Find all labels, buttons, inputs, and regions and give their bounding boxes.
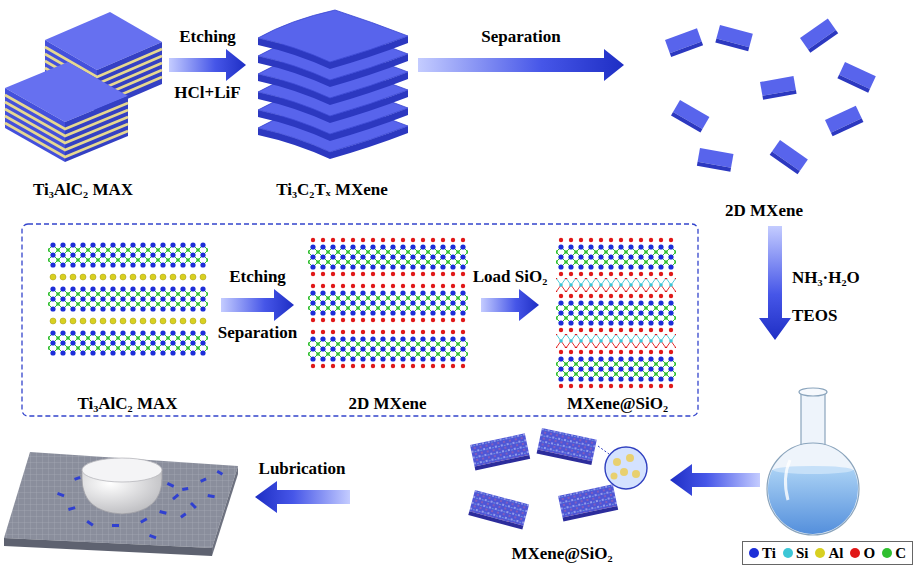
figure-caption: Ti₃C₂Tₓ MXene	[276, 180, 388, 200]
atom-swatch	[815, 548, 825, 558]
atom-swatch	[749, 548, 759, 558]
process-arrow	[255, 481, 350, 513]
legend-item: Ti	[749, 544, 776, 562]
label-slot: TEOS	[792, 306, 837, 326]
legend-text: Al	[828, 544, 843, 562]
step-label: TEOS	[792, 306, 837, 326]
legend-text: Ti	[762, 544, 776, 562]
stage-figure: Ti₃C₂Tₓ MXene	[252, 3, 412, 200]
process-arrow	[418, 49, 624, 81]
legend-text: O	[863, 544, 875, 562]
stage-figure: MXene@SiO₂	[462, 418, 662, 564]
dashed-frame	[22, 224, 698, 416]
edge-label: Separation	[481, 27, 560, 47]
mxene-sio2-lattice	[556, 237, 676, 389]
process-arrow	[221, 289, 294, 321]
legend-text: C	[895, 544, 906, 562]
stage-figure: 2D MXene	[300, 236, 475, 414]
friction-pair	[4, 452, 238, 556]
process-arrow	[481, 289, 539, 321]
figure-caption: MXene@SiO₂	[511, 544, 612, 564]
atom-swatch	[850, 548, 860, 558]
process-arrow	[759, 226, 791, 340]
stage-figure: Ti₃AlC₂ MAX	[3, 3, 163, 200]
figure-caption: MXene@SiO₂	[567, 394, 668, 414]
max-lattice	[48, 242, 208, 356]
legend-item: C	[882, 544, 906, 562]
edge-label: Etching	[179, 27, 236, 47]
stage-figure: MXene@SiO₂	[545, 236, 690, 414]
step-label: Separation	[218, 323, 297, 343]
process-arrow	[169, 49, 246, 81]
flask	[760, 388, 870, 550]
edge-label: Etching	[229, 267, 286, 287]
label-slot: HCl+LiF	[174, 83, 240, 103]
figure-caption: 2D MXene	[725, 201, 803, 221]
stage-figure: Ti₃AlC₂ MAX	[40, 236, 215, 414]
label-slot: Lubrication	[259, 459, 346, 479]
max-block	[5, 12, 162, 162]
mxene-flakes	[665, 18, 876, 174]
legend-item: O	[850, 544, 875, 562]
legend-item: Si	[783, 544, 809, 562]
figure-caption: Ti₃AlC₂ MAX	[33, 180, 133, 200]
legend-item: Al	[815, 544, 843, 562]
process-arrow	[670, 464, 760, 496]
legend-box: Ti Si Al O C	[742, 541, 913, 565]
atom-swatch	[783, 548, 793, 558]
label-slot: Etching	[179, 27, 236, 47]
figure-caption: Ti₃AlC₂ MAX	[77, 394, 177, 414]
label-slot: Etching	[229, 267, 286, 287]
label-slot: Separation	[481, 27, 560, 47]
label-slot: Separation	[218, 323, 297, 343]
mxene-sio2-flakes	[468, 428, 647, 530]
label-slot: NH₃·H₂O	[792, 268, 860, 288]
mxene-stack	[258, 10, 408, 159]
legend-text: Si	[796, 544, 809, 562]
atom-swatch	[882, 548, 892, 558]
stage-figure: 2D MXene	[630, 3, 898, 221]
step-label: HCl+LiF	[174, 83, 240, 103]
step-label: NH₃·H₂O	[792, 268, 860, 288]
figure-caption: 2D MXene	[349, 394, 427, 414]
edge-label: Load SiO₂	[473, 267, 548, 287]
step-label: Lubrication	[259, 459, 346, 479]
label-slot: Load SiO₂	[473, 267, 548, 287]
mxene-lattice	[308, 237, 468, 369]
